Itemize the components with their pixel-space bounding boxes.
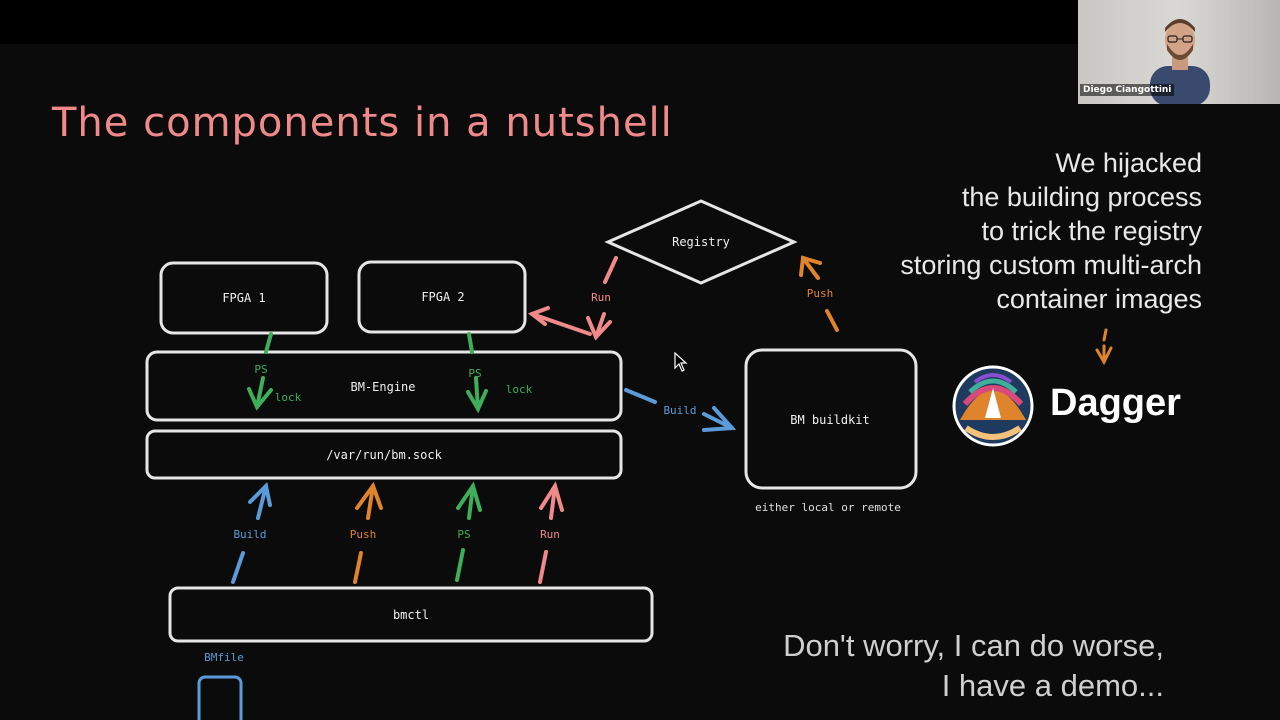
callout-line: We hijacked (1055, 148, 1202, 178)
callout-line: storing custom multi-arch (900, 250, 1202, 280)
fpga1-box (159, 261, 329, 335)
buildkit-box (744, 348, 918, 490)
edge-label-cmd-ps: PS (457, 528, 470, 541)
bmctl-box (168, 586, 654, 643)
edge-label-lock2: lock (506, 383, 533, 396)
callout-line: container images (996, 284, 1202, 314)
callout-text: We hijacked the building process to tric… (900, 146, 1202, 316)
fpga2-box (357, 260, 527, 334)
edge-label-ps2: PS (468, 367, 481, 380)
footer-line: Don't worry, I can do worse, (783, 628, 1164, 663)
slide-title: The components in a nutshell (52, 100, 673, 146)
dagger-wordmark: Dagger (1050, 382, 1181, 424)
callout-line: the building process (961, 182, 1202, 212)
cmd-ps-arrow (455, 481, 482, 582)
registry-label: Registry (672, 235, 730, 249)
footer-text: Don't worry, I can do worse, I have a de… (783, 626, 1164, 706)
speaker-video-thumbnail[interactable]: Diego Ciangottini (1078, 0, 1280, 104)
edge-label-run-registry: Run (591, 291, 611, 304)
edge-label-cmd-push: Push (350, 528, 377, 541)
edge-label-build-buildkit: Build (663, 404, 696, 417)
footer-line: I have a demo... (941, 668, 1164, 703)
ps-arrow-fpga1 (247, 332, 273, 411)
run-arrow-registry (527, 256, 618, 341)
edge-label-lock1: lock (275, 391, 302, 404)
speaker-name-label: Diego Ciangottini (1080, 84, 1175, 96)
buildkit-note: either local or remote (755, 501, 901, 514)
mouse-cursor-icon (674, 352, 688, 372)
ps-arrow-fpga2 (466, 332, 488, 414)
engine-label: BM-Engine (350, 380, 415, 394)
dagger-logo-icon (952, 365, 1034, 447)
fpga2-label: FPGA 2 (421, 290, 464, 304)
fpga1-label: FPGA 1 (222, 291, 265, 305)
registry-diamond (604, 199, 798, 285)
bmctl-label: bmctl (393, 608, 429, 622)
buildkit-label: BM buildkit (790, 413, 869, 427)
engine-box (145, 350, 623, 422)
cmd-run-arrow (538, 481, 564, 584)
push-arrow-registry (799, 255, 839, 332)
sock-box (145, 429, 623, 480)
cmd-build-arrow (231, 481, 272, 584)
edge-label-cmd-run: Run (540, 528, 560, 541)
dagger-pointer-arrow (1095, 328, 1113, 366)
edge-label-ps1: PS (254, 363, 267, 376)
slide-background (0, 44, 1280, 720)
edge-label-cmd-build: Build (233, 528, 266, 541)
cmd-push-arrow (353, 481, 383, 584)
sock-label: /var/run/bm.sock (326, 448, 442, 462)
bmfile-box (197, 675, 243, 720)
callout-line: to trick the registry (981, 216, 1202, 246)
build-arrow-buildkit (624, 388, 737, 432)
edge-label-push-registry: Push (807, 287, 834, 300)
bmfile-label: BMfile (204, 651, 244, 664)
top-black-bar (0, 0, 1280, 44)
